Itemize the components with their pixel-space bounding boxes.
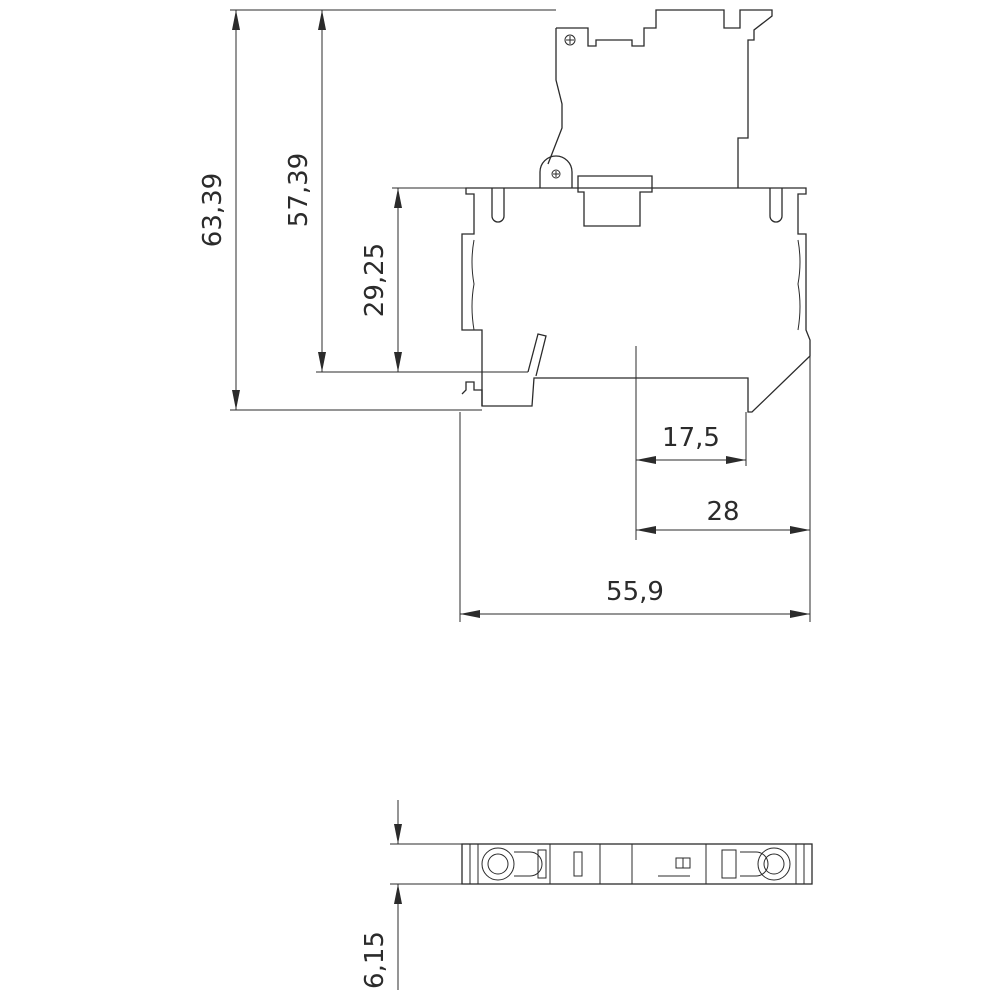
dimension-label-width: 6,15 — [360, 931, 390, 989]
dimension-label-total-depth: 55,9 — [606, 577, 664, 607]
rail-clip — [527, 333, 547, 377]
left-latch — [491, 188, 505, 223]
relay-lever — [547, 28, 563, 165]
right-latch — [769, 188, 783, 223]
terminal-block-outline — [461, 187, 811, 413]
top-view-dimensions: 6,15 — [360, 800, 462, 990]
relay-hinge-lug — [539, 155, 573, 188]
socket-window — [577, 175, 653, 227]
dimension-label-body-height: 57,39 — [284, 153, 314, 227]
side-view — [461, 9, 811, 413]
din-hook-left — [461, 381, 483, 406]
side-view-dimensions: 63,39 57,39 29,25 17,5 28 55,9 — [198, 9, 811, 622]
dimension-label-rear-offset: 28 — [706, 497, 739, 527]
dimension-label-rail-offset: 17,5 — [662, 423, 720, 453]
top-view — [461, 843, 813, 885]
dimension-label-upper-height: 29,25 — [360, 243, 390, 317]
top-view-outline — [461, 843, 813, 885]
relay-screw-hole — [564, 34, 576, 46]
relay-housing-outline — [556, 9, 773, 188]
dimension-label-total-height: 63,39 — [198, 173, 228, 247]
